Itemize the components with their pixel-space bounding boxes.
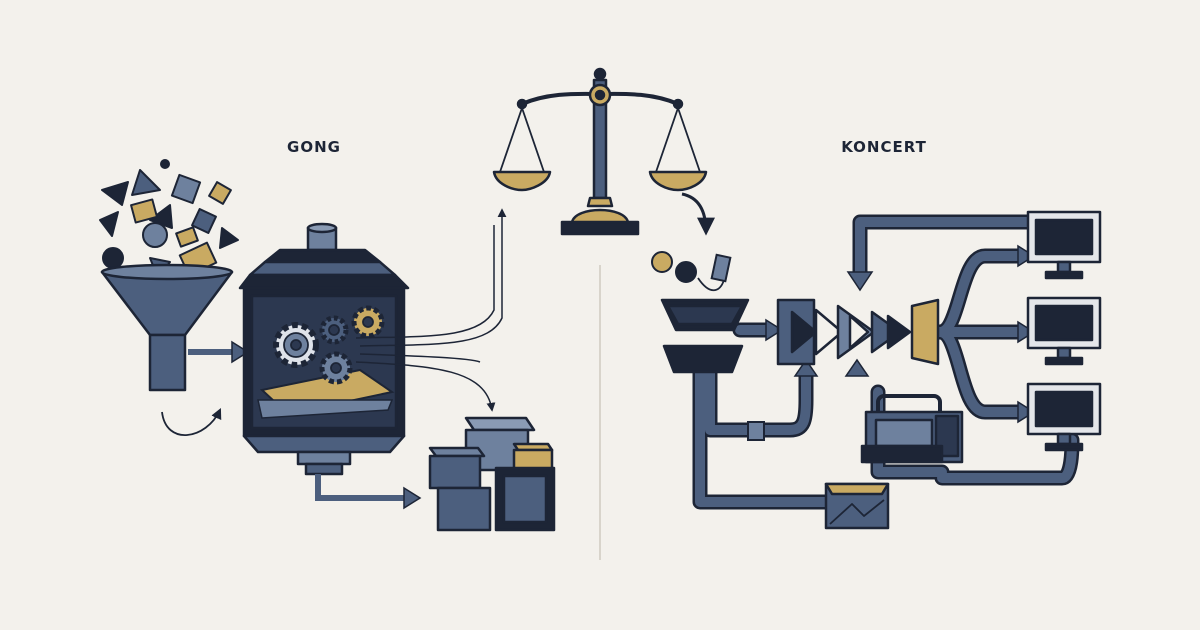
- monitor-icon: [1026, 210, 1102, 452]
- triangle-relay-icon: [776, 298, 940, 366]
- platform-base: [257, 399, 394, 419]
- balance-scale-icon: [492, 67, 708, 236]
- flow-arrow-in: [188, 340, 250, 364]
- pipe-joint: [747, 421, 765, 441]
- tray-icon: [660, 298, 750, 374]
- gong-label: GONG: [287, 138, 341, 156]
- gear-icon: [273, 305, 385, 385]
- scale-arrow: [681, 192, 715, 236]
- output-ribbon: [355, 208, 507, 412]
- folder-icon: [824, 482, 890, 530]
- curly-arrow: [161, 408, 222, 436]
- funnel-icon: [100, 263, 234, 392]
- microphone-icon: [651, 251, 732, 292]
- flow-arrow-out: [315, 474, 422, 510]
- control-box-icon: [860, 394, 964, 464]
- pipe-arrows: [765, 244, 1036, 424]
- koncert-label: KONCERT: [841, 138, 927, 156]
- scattered-shapes: [99, 159, 239, 279]
- machine-icon: [238, 222, 410, 476]
- cube-stack-icon: [428, 416, 556, 532]
